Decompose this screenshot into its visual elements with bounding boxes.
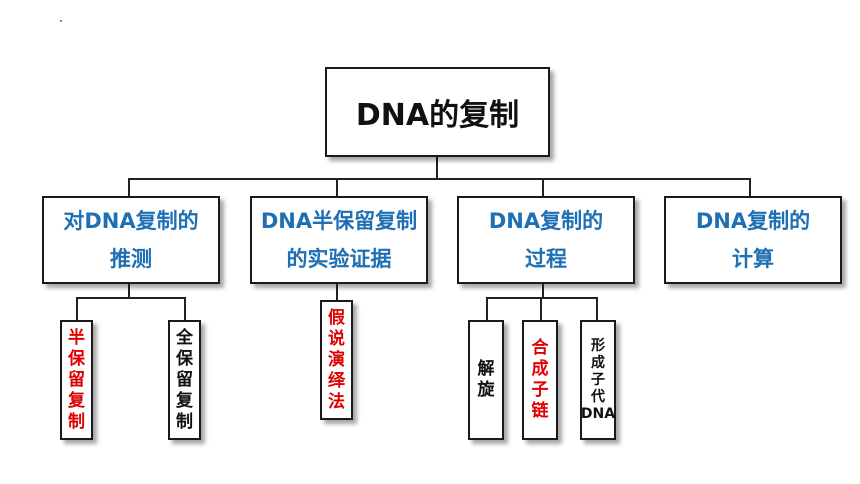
category-process-label: DNA复制的 过程: [488, 209, 604, 271]
category-calculation-label: DNA复制的 计算: [695, 209, 811, 271]
leaf-form-daughter-dna-label: 形 成 子 代 DNA: [580, 337, 616, 422]
branch-line-3: [542, 178, 544, 196]
branch-line-2: [336, 178, 338, 196]
leaf-synthesize-strands: 合 成 子 链: [522, 320, 558, 440]
stray-dot: [60, 20, 62, 22]
root-connector-horizontal: [128, 178, 750, 180]
c1-branch-1: [76, 297, 78, 320]
c1-connector-horizontal: [76, 297, 186, 299]
c3-branch-3: [596, 297, 598, 320]
branch-line-1: [128, 178, 130, 196]
c1-branch-2: [184, 297, 186, 320]
leaf-form-daughter-dna: 形 成 子 代 DNA: [580, 320, 616, 440]
leaf-fully-conservative-label: 全 保 留 复 制: [176, 327, 193, 432]
root-connector-vertical: [436, 157, 438, 179]
leaf-unwinding: 解 旋: [468, 320, 504, 440]
c1-connector-vertical: [128, 284, 130, 298]
leaf-hypothetico-deductive: 假 说 演 绎 法: [320, 300, 353, 420]
category-experimental-evidence: DNA半保留复制 的实验证据: [250, 196, 428, 284]
category-calculation: DNA复制的 计算: [664, 196, 842, 284]
c2-connector-vertical: [336, 284, 338, 300]
branch-line-4: [749, 178, 751, 196]
leaf-hypothetico-deductive-label: 假 说 演 绎 法: [328, 307, 345, 412]
root-node: DNA的复制: [325, 67, 550, 157]
leaf-fully-conservative: 全 保 留 复 制: [168, 320, 201, 440]
category-speculation-label: 对DNA复制的 推测: [63, 209, 199, 271]
root-label: DNA的复制: [355, 98, 520, 133]
c3-connector-horizontal: [486, 297, 598, 299]
category-process: DNA复制的 过程: [457, 196, 635, 284]
leaf-synthesize-strands-label: 合 成 子 链: [531, 338, 549, 421]
category-experimental-evidence-label: DNA半保留复制 的实验证据: [260, 209, 418, 271]
c3-branch-2: [540, 297, 542, 320]
c3-branch-1: [486, 297, 488, 320]
c3-connector-vertical: [542, 284, 544, 298]
category-speculation: 对DNA复制的 推测: [42, 196, 220, 284]
leaf-unwinding-label: 解 旋: [477, 359, 495, 400]
leaf-semi-conservative: 半 保 留 复 制: [60, 320, 93, 440]
leaf-semi-conservative-label: 半 保 留 复 制: [68, 327, 85, 432]
